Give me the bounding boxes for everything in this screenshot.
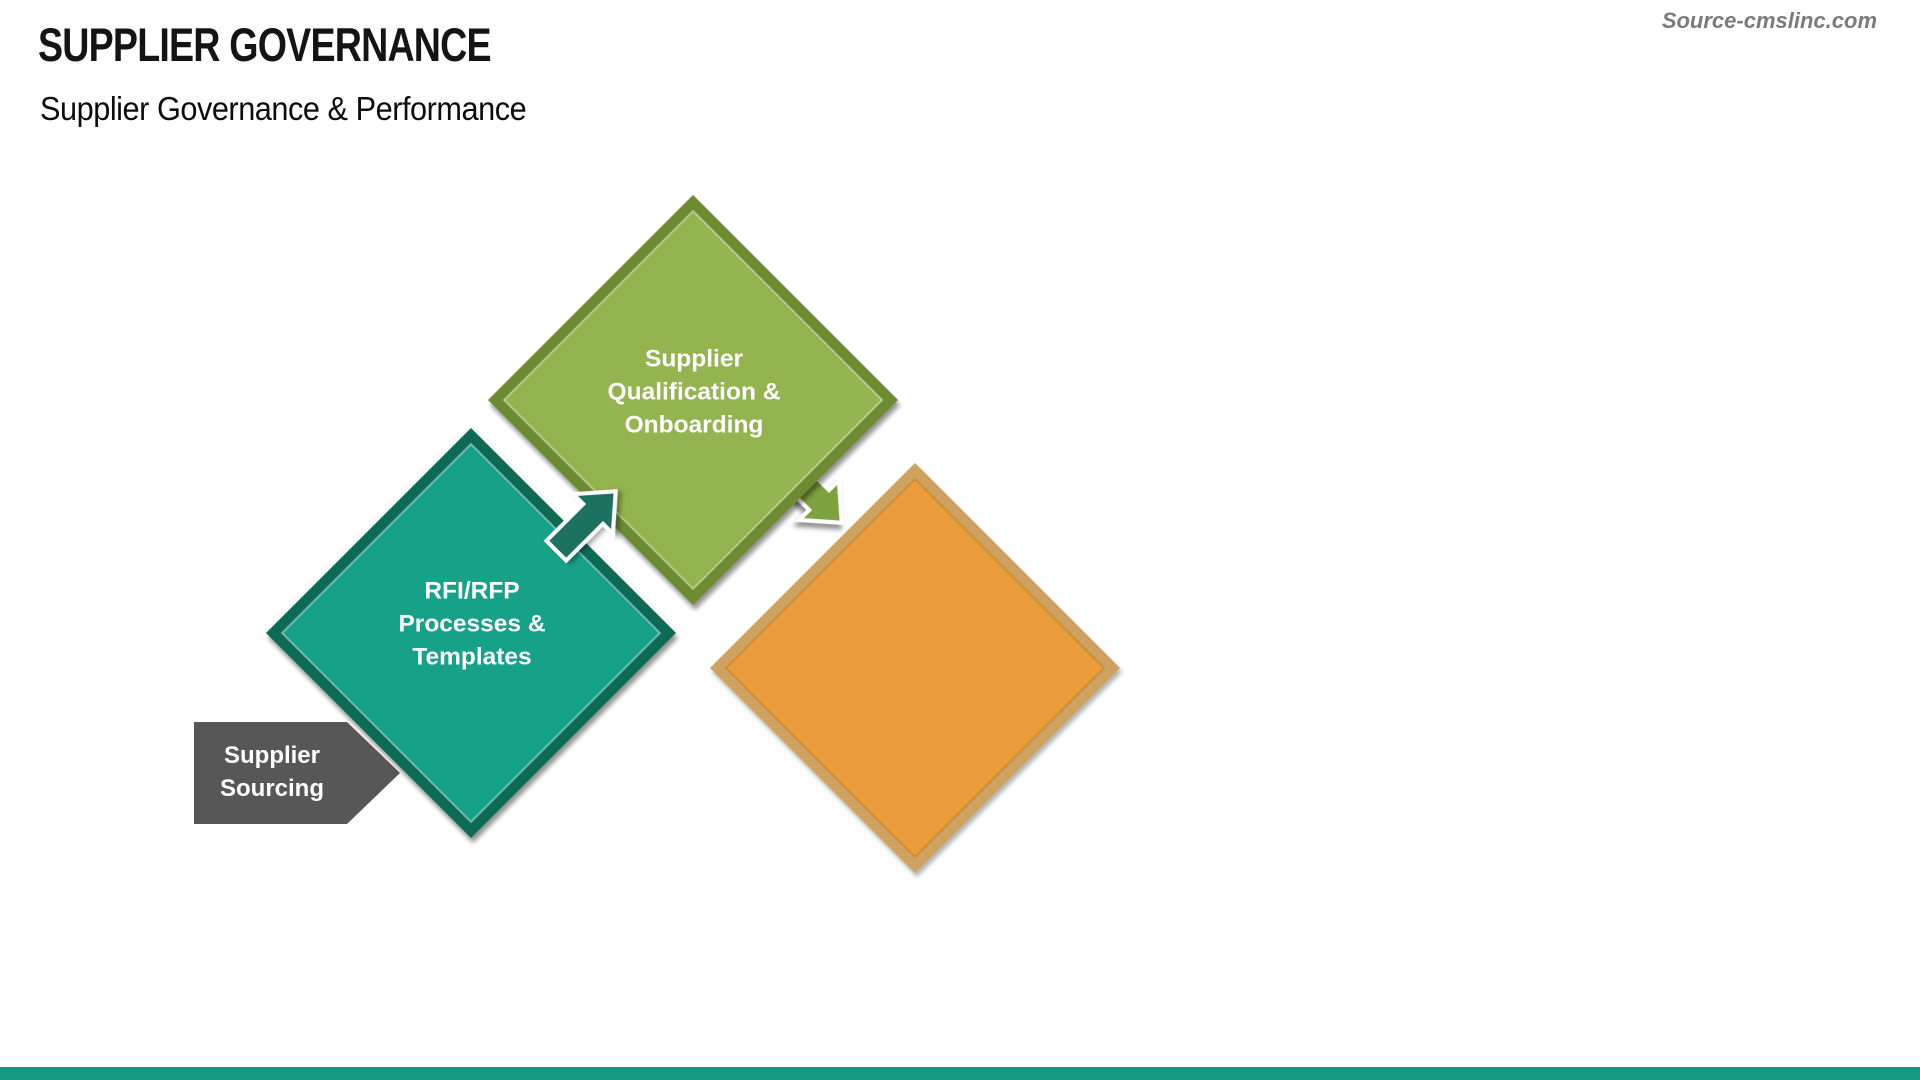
rfi-rfp-label-line3: Templates — [412, 643, 532, 671]
third-stage-diamond — [710, 463, 1120, 873]
sourcing-label-line2: Sourcing — [219, 775, 324, 802]
footer-accent-bar — [0, 1067, 1920, 1080]
qualification-label-line1: Supplier — [644, 345, 743, 373]
rfi-rfp-diamond-label: RFI/RFP Processes & Templates — [332, 575, 612, 674]
qualification-label-line2: Qualification & — [607, 378, 781, 406]
source-attribution: Source-cmslinc.com — [1661, 8, 1877, 33]
sourcing-label-line1: Supplier — [223, 742, 320, 769]
rfi-rfp-label-line2: Processes & — [398, 610, 546, 638]
teal-arrow-icon — [543, 489, 618, 564]
supplier-sourcing-tag-shape — [194, 722, 400, 824]
supplier-sourcing-tag — [194, 722, 400, 824]
page-title: SUPPLIER GOVERNANCE — [38, 18, 492, 71]
third-stage-diamond-fill — [724, 477, 1106, 859]
qualification-label-line3: Onboarding — [624, 411, 764, 439]
supplier-sourcing-tag-label: Supplier Sourcing — [172, 739, 372, 805]
rfi-rfp-label-line1: RFI/RFP — [424, 577, 520, 605]
qualification-diamond-label: Supplier Qualification & Onboarding — [554, 343, 834, 442]
page-subtitle: Supplier Governance & Performance — [40, 90, 527, 127]
